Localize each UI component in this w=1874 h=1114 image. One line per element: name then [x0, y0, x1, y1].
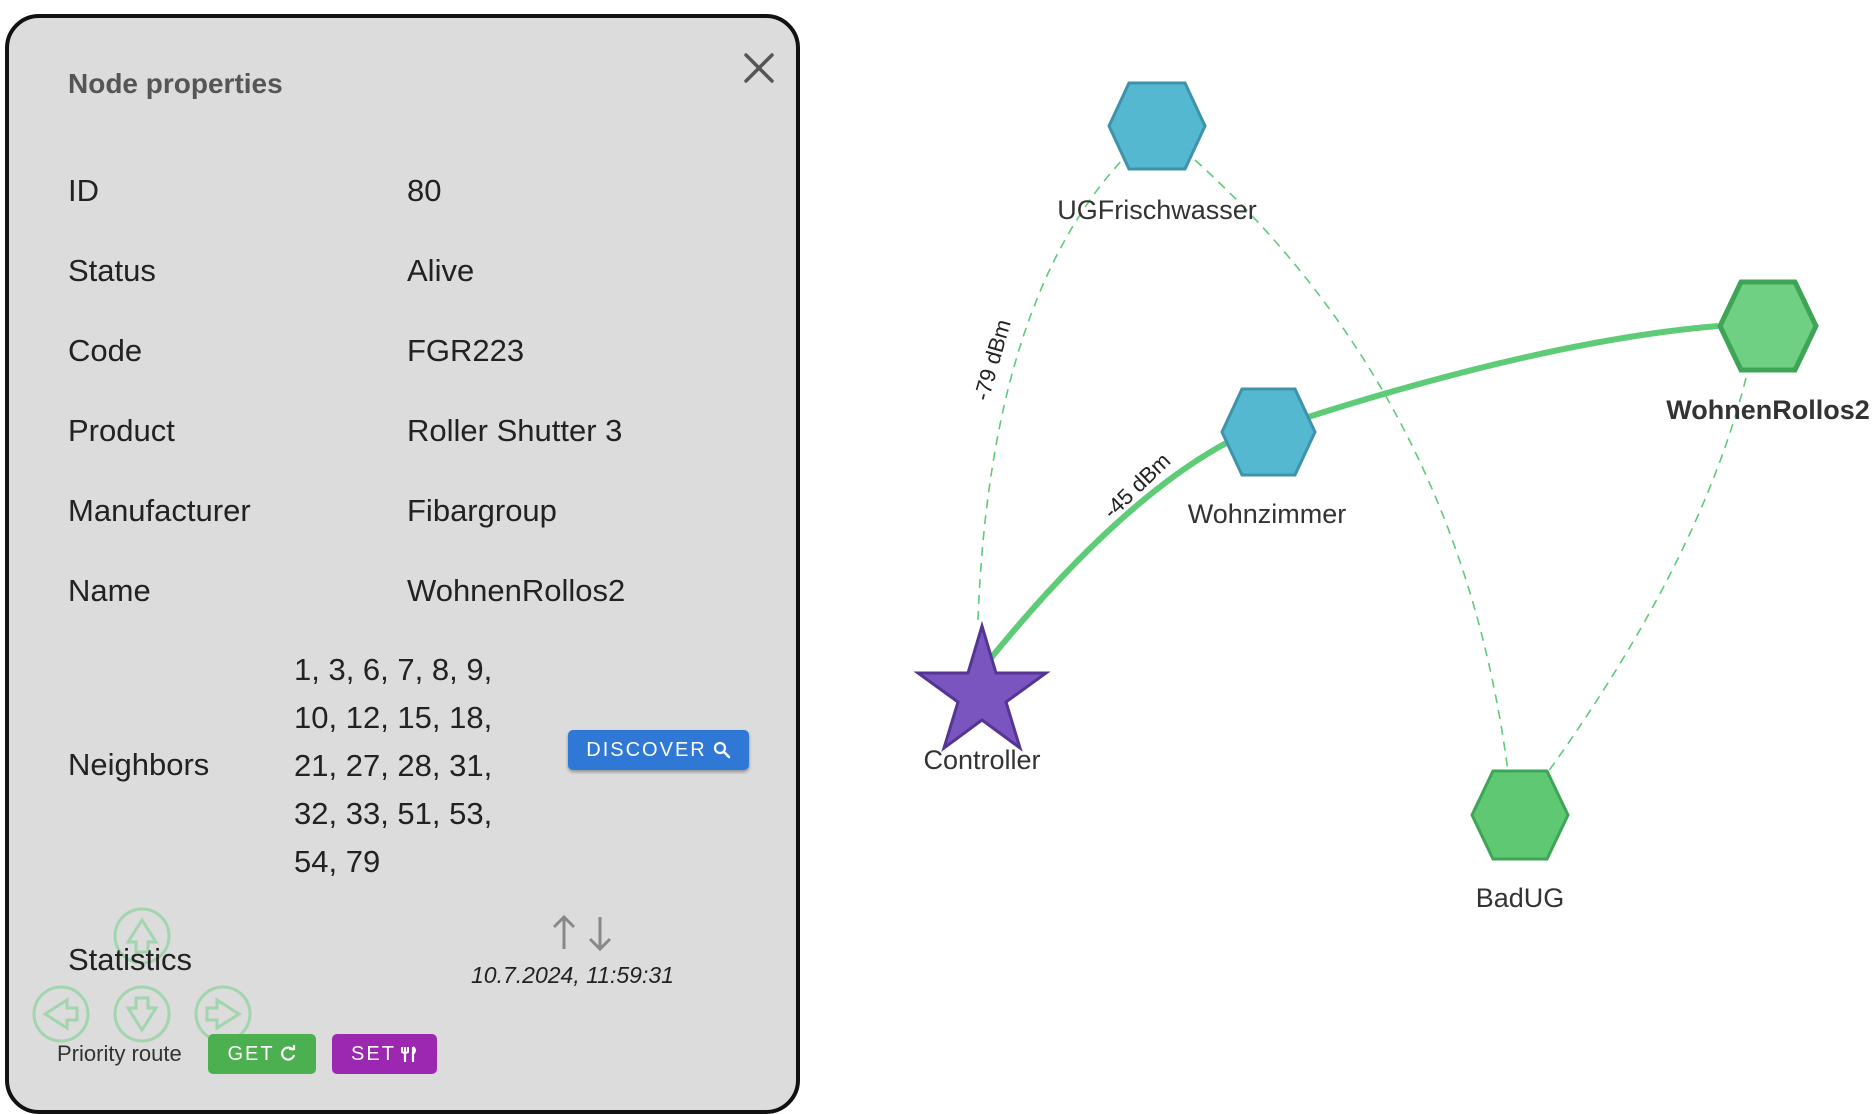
name-value: WohnenRollos2 [407, 573, 626, 608]
edge-controller-ugfrischwasser [977, 156, 1126, 621]
tx-rx-arrows-icon [552, 914, 612, 952]
neighbors-line: 21, 27, 28, 31, [294, 748, 493, 783]
node-label-controller: Controller [923, 745, 1040, 775]
node-ugfrischwasser[interactable]: UGFrischwasser [1057, 81, 1257, 225]
neighbors-line: 54, 79 [294, 844, 381, 879]
node-label-wohnzimmer: Wohnzimmer [1188, 499, 1347, 529]
node-wohnzimmer[interactable]: Wohnzimmer [1188, 387, 1347, 529]
edge-label-weak: -79 dBm [969, 317, 1016, 404]
node-wohnenrollos2[interactable]: WohnenRollos2 [1666, 279, 1870, 425]
status-label: Status [68, 253, 156, 288]
neighbors-list: 1, 3, 6, 7, 8, 9, 10, 12, 15, 18, 21, 27… [294, 646, 524, 886]
status-value: Alive [407, 253, 475, 288]
code-label: Code [68, 333, 143, 368]
manufacturer-label: Manufacturer [68, 493, 251, 528]
name-label: Name [68, 573, 151, 608]
priority-route-label: Priority route [57, 1041, 182, 1066]
search-icon [713, 741, 731, 759]
nav-left-icon[interactable] [31, 984, 91, 1044]
nav-down-icon[interactable] [112, 984, 172, 1044]
code-value: FGR223 [407, 333, 525, 368]
edge-ugfrischwasser-badug [1194, 159, 1509, 773]
set-button[interactable]: SET [332, 1034, 437, 1074]
refresh-icon [280, 1045, 295, 1061]
node-label-badug: BadUG [1476, 883, 1565, 913]
node-label-ugfrischwasser: UGFrischwasser [1057, 195, 1257, 225]
get-button[interactable]: GET [208, 1034, 316, 1074]
node-properties-panel: Node properties ID 80 Status Alive Code … [5, 14, 800, 1114]
node-controller[interactable]: Controller [913, 620, 1051, 775]
discover-button[interactable]: DISCOVER [568, 730, 749, 770]
tools-icon [400, 1046, 416, 1062]
statistics-timestamp: 10.7.2024, 11:59:31 [471, 962, 674, 988]
edge-controller-wohnzimmer [988, 439, 1230, 660]
close-icon[interactable] [741, 50, 777, 86]
id-label: ID [68, 173, 99, 208]
statistics-label: Statistics [68, 942, 193, 977]
neighbors-line: 1, 3, 6, 7, 8, 9, [294, 652, 493, 687]
edge-wohnenrollos2-badug [1547, 377, 1747, 773]
discover-button-label: DISCOVER [586, 738, 707, 761]
neighbors-line: 32, 33, 51, 53, [294, 796, 493, 831]
manufacturer-value: Fibargroup [407, 493, 557, 528]
id-value: 80 [407, 173, 442, 208]
nav-up-icon[interactable] [112, 906, 172, 966]
neighbors-line: 10, 12, 15, 18, [294, 700, 493, 735]
product-label: Product [68, 413, 175, 448]
node-label-wohnenrollos2: WohnenRollos2 [1666, 395, 1870, 425]
edge-wohnzimmer-wohnenrollos2 [1304, 323, 1719, 421]
neighbors-label: Neighbors [68, 747, 210, 782]
node-badug[interactable]: BadUG [1470, 769, 1570, 913]
network-graph[interactable]: -79 dBm -45 dBm UGFrischwasser Wohnzimme… [0, 0, 1874, 1046]
panel-title: Node properties [68, 68, 283, 99]
product-value: Roller Shutter 3 [407, 413, 623, 448]
